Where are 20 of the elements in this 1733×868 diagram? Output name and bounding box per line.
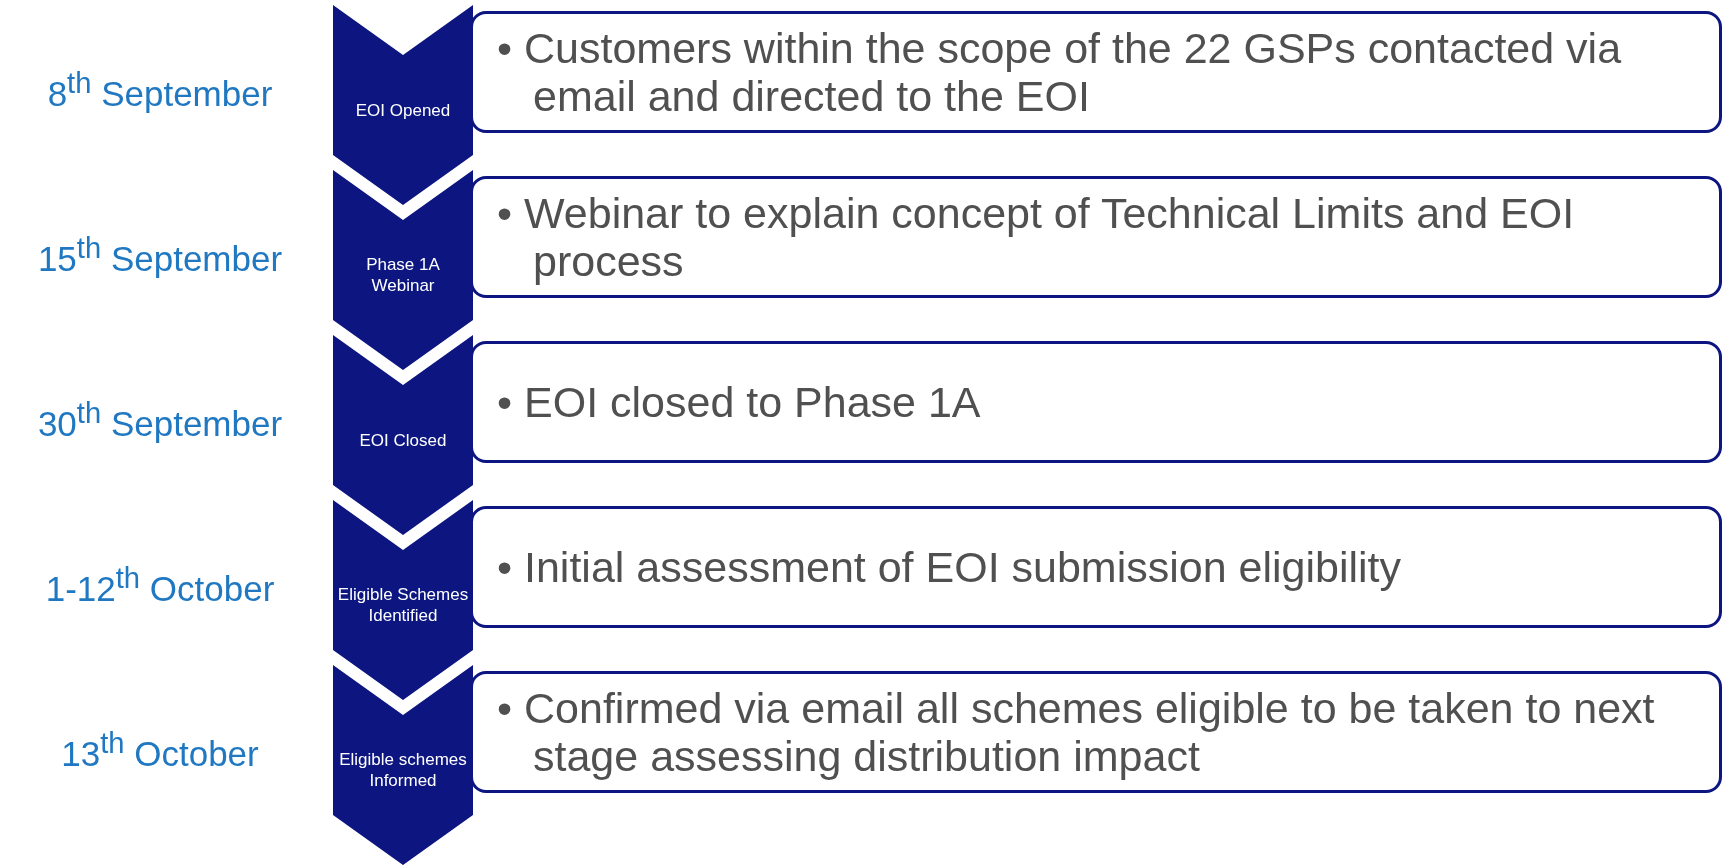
bullet-text: • Webinar to explain concept of Technical Limits and EOI process xyxy=(497,189,1576,285)
date-label: 15$^{th}$ September xyxy=(36,232,284,279)
description-box xyxy=(470,506,1722,628)
date-label: 8$^{th}$ September xyxy=(46,67,274,114)
date-label: 1-12$^{th}$ October xyxy=(44,562,276,609)
description-box xyxy=(470,11,1722,133)
bullet-text: • Confirmed via email all schemes eligible to be taken to next stage assessing distribution impact xyxy=(497,684,1656,780)
description-box xyxy=(470,341,1722,463)
date-label: 30$^{th}$ September xyxy=(36,397,284,444)
bullet-text: • EOI closed to Phase 1A xyxy=(497,378,981,426)
step-label: Eligible Schemes Identified xyxy=(337,584,469,627)
bullet-text: • Initial assessment of EOI submission eligibility xyxy=(497,543,1402,591)
description-box xyxy=(470,176,1722,298)
bullet-text: • Customers within the scope of the 22 GSPs contacted via email and directed to the EOI xyxy=(497,24,1623,120)
step-label: EOI Opened xyxy=(354,99,452,122)
step-label: EOI Closed xyxy=(358,429,448,452)
step-label: Eligible schemes Informed xyxy=(338,749,468,792)
step-label: Phase 1A Webinar xyxy=(365,254,441,297)
description-box xyxy=(470,671,1722,793)
date-label: 13$^{th}$ October xyxy=(60,727,260,774)
